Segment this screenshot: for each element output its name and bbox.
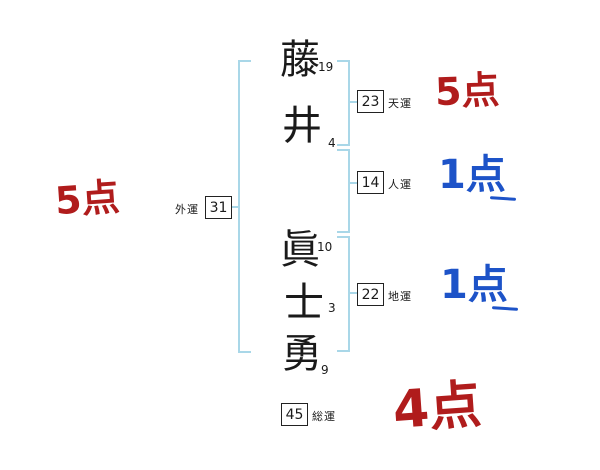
stroke-count-1: 19 [318, 60, 334, 74]
jinun-bracket-line [348, 149, 350, 233]
chiun-bracket-top-tick [337, 236, 350, 238]
tenun-value-box: 23 [357, 90, 384, 113]
name-char-4: 士 [284, 280, 324, 326]
chiun-score-dash [491, 306, 519, 311]
souun-score: 4点 [391, 374, 484, 442]
left-bracket-bottom-tick [238, 351, 251, 353]
name-char-5: 勇 [282, 331, 322, 377]
jinun-bracket-top-tick [337, 149, 350, 151]
jinun-bracket-bottom-tick [337, 231, 350, 233]
stroke-count-4: 3 [328, 301, 336, 315]
name-char-1: 藤 [280, 37, 320, 83]
chiun-bracket-line [348, 236, 350, 352]
name-char-3: 眞 [280, 227, 320, 273]
left-bracket-line [238, 60, 240, 353]
jinun-label: 人運 [388, 178, 412, 191]
souun-label: 総運 [312, 410, 336, 423]
gaiun-label: 外運 [175, 203, 199, 216]
tenun-score: 5点 [434, 67, 501, 115]
tenun-bracket-box-tick [350, 101, 357, 103]
chiun-value-box: 22 [357, 283, 384, 306]
tenun-bracket-top-tick [337, 60, 350, 62]
tenun-bracket-line [348, 60, 350, 146]
tenun-bracket-bottom-tick [337, 144, 350, 146]
chiun-label: 地運 [388, 290, 412, 303]
chiun-bracket-box-tick [350, 292, 357, 294]
stroke-count-2: 4 [328, 136, 336, 150]
name-char-2: 井 [282, 103, 322, 149]
jinun-bracket-box-tick [350, 182, 357, 184]
left-bracket-top-tick [238, 60, 251, 62]
gaiun-value-box: 31 [205, 196, 232, 219]
left-bracket-box-tick [230, 206, 238, 208]
gaiun-score: 5点 [53, 174, 121, 224]
chiun-score: 1点 [440, 262, 508, 308]
stroke-count-3: 10 [317, 240, 333, 254]
chiun-bracket-bottom-tick [337, 350, 350, 352]
tenun-label: 天運 [388, 97, 412, 110]
stroke-count-5: 9 [321, 363, 329, 377]
jinun-value-box: 14 [357, 171, 384, 194]
souun-value-box: 45 [281, 403, 308, 426]
jinun-score: 1点 [438, 152, 506, 198]
jinun-score-dash [489, 196, 517, 201]
